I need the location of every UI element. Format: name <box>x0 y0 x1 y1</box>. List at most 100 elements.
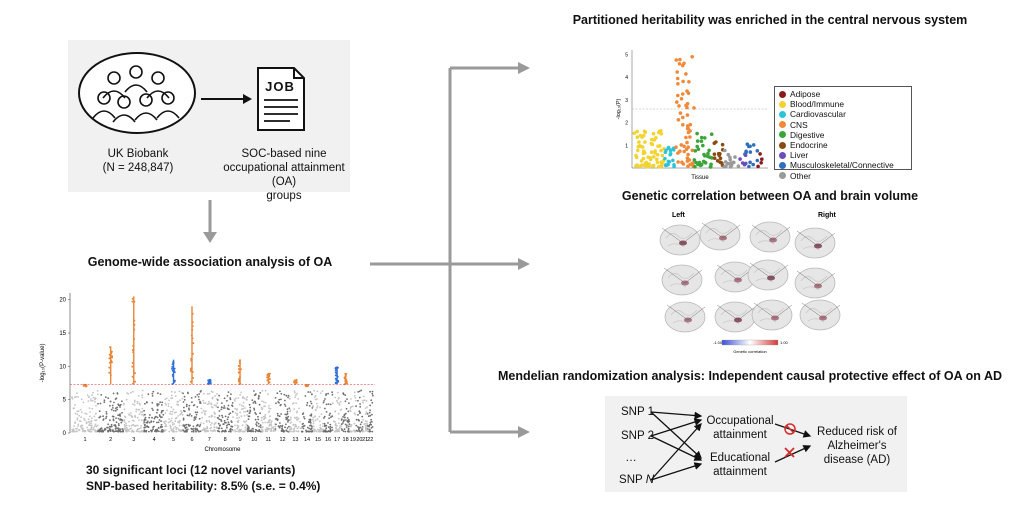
outcome-line-3: disease (AD) <box>823 454 891 466</box>
legend-item-1: Blood/Immune <box>779 99 907 109</box>
chromosome-label: 6 <box>190 437 193 443</box>
scale-caption: Genetic correlation <box>733 349 767 354</box>
legend-item-8: Other <box>779 171 907 181</box>
brain-view-8 <box>794 267 836 299</box>
scale-max: 1.00 <box>780 340 789 345</box>
mendelian-title: Mendelian randomization analysis: Indepe… <box>497 369 1003 383</box>
chromosome-label: 5 <box>172 437 175 443</box>
chromosome-label: 9 <box>239 437 242 443</box>
chromosome-9-points <box>232 359 249 433</box>
chromosome-18-points <box>340 372 351 433</box>
gwas-ytick: 20 <box>59 298 66 304</box>
chromosome-12-points <box>274 390 291 433</box>
legend-label: Other <box>790 170 811 181</box>
tissue-points-4 <box>692 131 714 169</box>
gwas-results: 30 significant loci (12 novel variants) … <box>86 462 320 494</box>
scale-min: -1.00 <box>713 340 723 345</box>
legend-swatch <box>779 121 786 129</box>
soc-line-1: SOC-based nine <box>241 148 327 160</box>
biobank-name: UK Biobank <box>107 148 169 160</box>
soc-groups-label: SOC-based nine occupational attainment (… <box>220 147 348 203</box>
legend-label: Cardiovascular <box>790 109 846 120</box>
edu-line-2: attainment <box>713 466 767 478</box>
brain-view-7 <box>747 259 789 291</box>
chromosome-19-points <box>349 391 357 433</box>
tissue-points-1 <box>632 129 666 169</box>
chromosome-7-points <box>200 378 219 433</box>
gwas-ylabel: -log₁₀(P-value) <box>40 344 46 383</box>
chromosome-8-points <box>216 391 234 433</box>
legend-swatch <box>779 151 786 159</box>
chromosome-label: 13 <box>292 437 298 443</box>
down-arrow <box>203 200 217 243</box>
tissue-ytick: 2 <box>625 121 628 127</box>
legend-swatch <box>779 141 786 149</box>
chromosome-label: 12 <box>279 437 285 443</box>
chromosome-22-points <box>366 390 374 433</box>
chromosome-label: 16 <box>325 437 331 443</box>
legend-label: CNS <box>790 119 808 130</box>
chromosome-13-points <box>288 378 303 433</box>
legend-item-6: Liver <box>779 150 907 160</box>
legend-swatch <box>779 100 786 108</box>
chromosome-16-points <box>322 391 334 433</box>
chromosome-5-points <box>163 359 184 433</box>
chromosome-10-points <box>246 390 262 433</box>
snp-dots: … <box>625 452 637 464</box>
brain-view-4 <box>794 227 836 259</box>
soc-line-2: occupational attainment (OA) <box>223 162 345 188</box>
color-scale-bar <box>721 339 779 346</box>
brain-left-label: Left <box>672 212 686 219</box>
cross-icon <box>784 447 795 458</box>
legend-item-4: Digestive <box>779 130 907 140</box>
brain-view-10 <box>714 301 756 333</box>
legend-label: Liver <box>790 150 809 161</box>
tissue-ytick: 3 <box>625 98 628 104</box>
branch-arrows <box>370 62 530 438</box>
genetic-correlation-title: Genetic correlation between OA and brain… <box>621 189 919 203</box>
chromosome-label: 3 <box>132 437 135 443</box>
snp-1: SNP 1 <box>620 406 654 418</box>
tissue-points-6 <box>722 148 741 169</box>
job-document-icon <box>257 67 305 131</box>
legend-swatch <box>779 172 786 180</box>
legend-label: Endocrine <box>790 140 828 151</box>
tissue-points-3 <box>674 55 696 169</box>
gwas-ytick: 15 <box>59 331 66 337</box>
chromosome-2-points <box>97 346 125 433</box>
legend-swatch <box>779 131 786 139</box>
gwas-ytick: 10 <box>59 364 66 370</box>
chromosome-label: 1 <box>83 437 86 443</box>
legend-swatch <box>779 90 786 98</box>
chromosome-1-points <box>71 383 99 433</box>
chromosome-4-points <box>143 390 165 433</box>
chromosome-label: 19 <box>350 437 356 443</box>
chromosome-label: 18 <box>343 437 349 443</box>
educational-attainment: Educational attainment <box>700 451 780 479</box>
tissue-ylabel: -log₁₀(P) <box>616 99 622 120</box>
biobank-label: UK Biobank (N = 248,847) <box>90 147 186 175</box>
chromosome-label: 20 <box>356 437 362 443</box>
chromosome-label: 21 <box>362 437 368 443</box>
chromosome-label: 8 <box>224 437 227 443</box>
occupational-attainment: Occupational attainment <box>700 414 780 442</box>
gwas-title: Genome-wide association analysis of OA <box>87 255 333 269</box>
chromosome-label: 11 <box>266 437 272 443</box>
brain-view-9 <box>664 301 706 333</box>
chromosome-6-points <box>182 306 202 433</box>
chromosome-label: 17 <box>334 437 340 443</box>
chromosome-3-points <box>122 296 145 433</box>
chromosome-21-points <box>361 395 369 433</box>
chromosome-label: 22 <box>367 437 373 443</box>
tissue-xlabel: Tissue <box>691 175 709 181</box>
gwas-xlabel: Chromosome <box>204 447 241 453</box>
brain-view-12 <box>799 299 841 331</box>
gwas-result-heritability: SNP-based heritability: 8.5% (s.e. = 0.4… <box>86 479 321 493</box>
gwas-ytick: 5 <box>63 398 67 404</box>
chromosome-14-points <box>300 383 314 433</box>
tissue-points-5 <box>712 140 725 168</box>
legend-label: Blood/Immune <box>790 99 844 110</box>
